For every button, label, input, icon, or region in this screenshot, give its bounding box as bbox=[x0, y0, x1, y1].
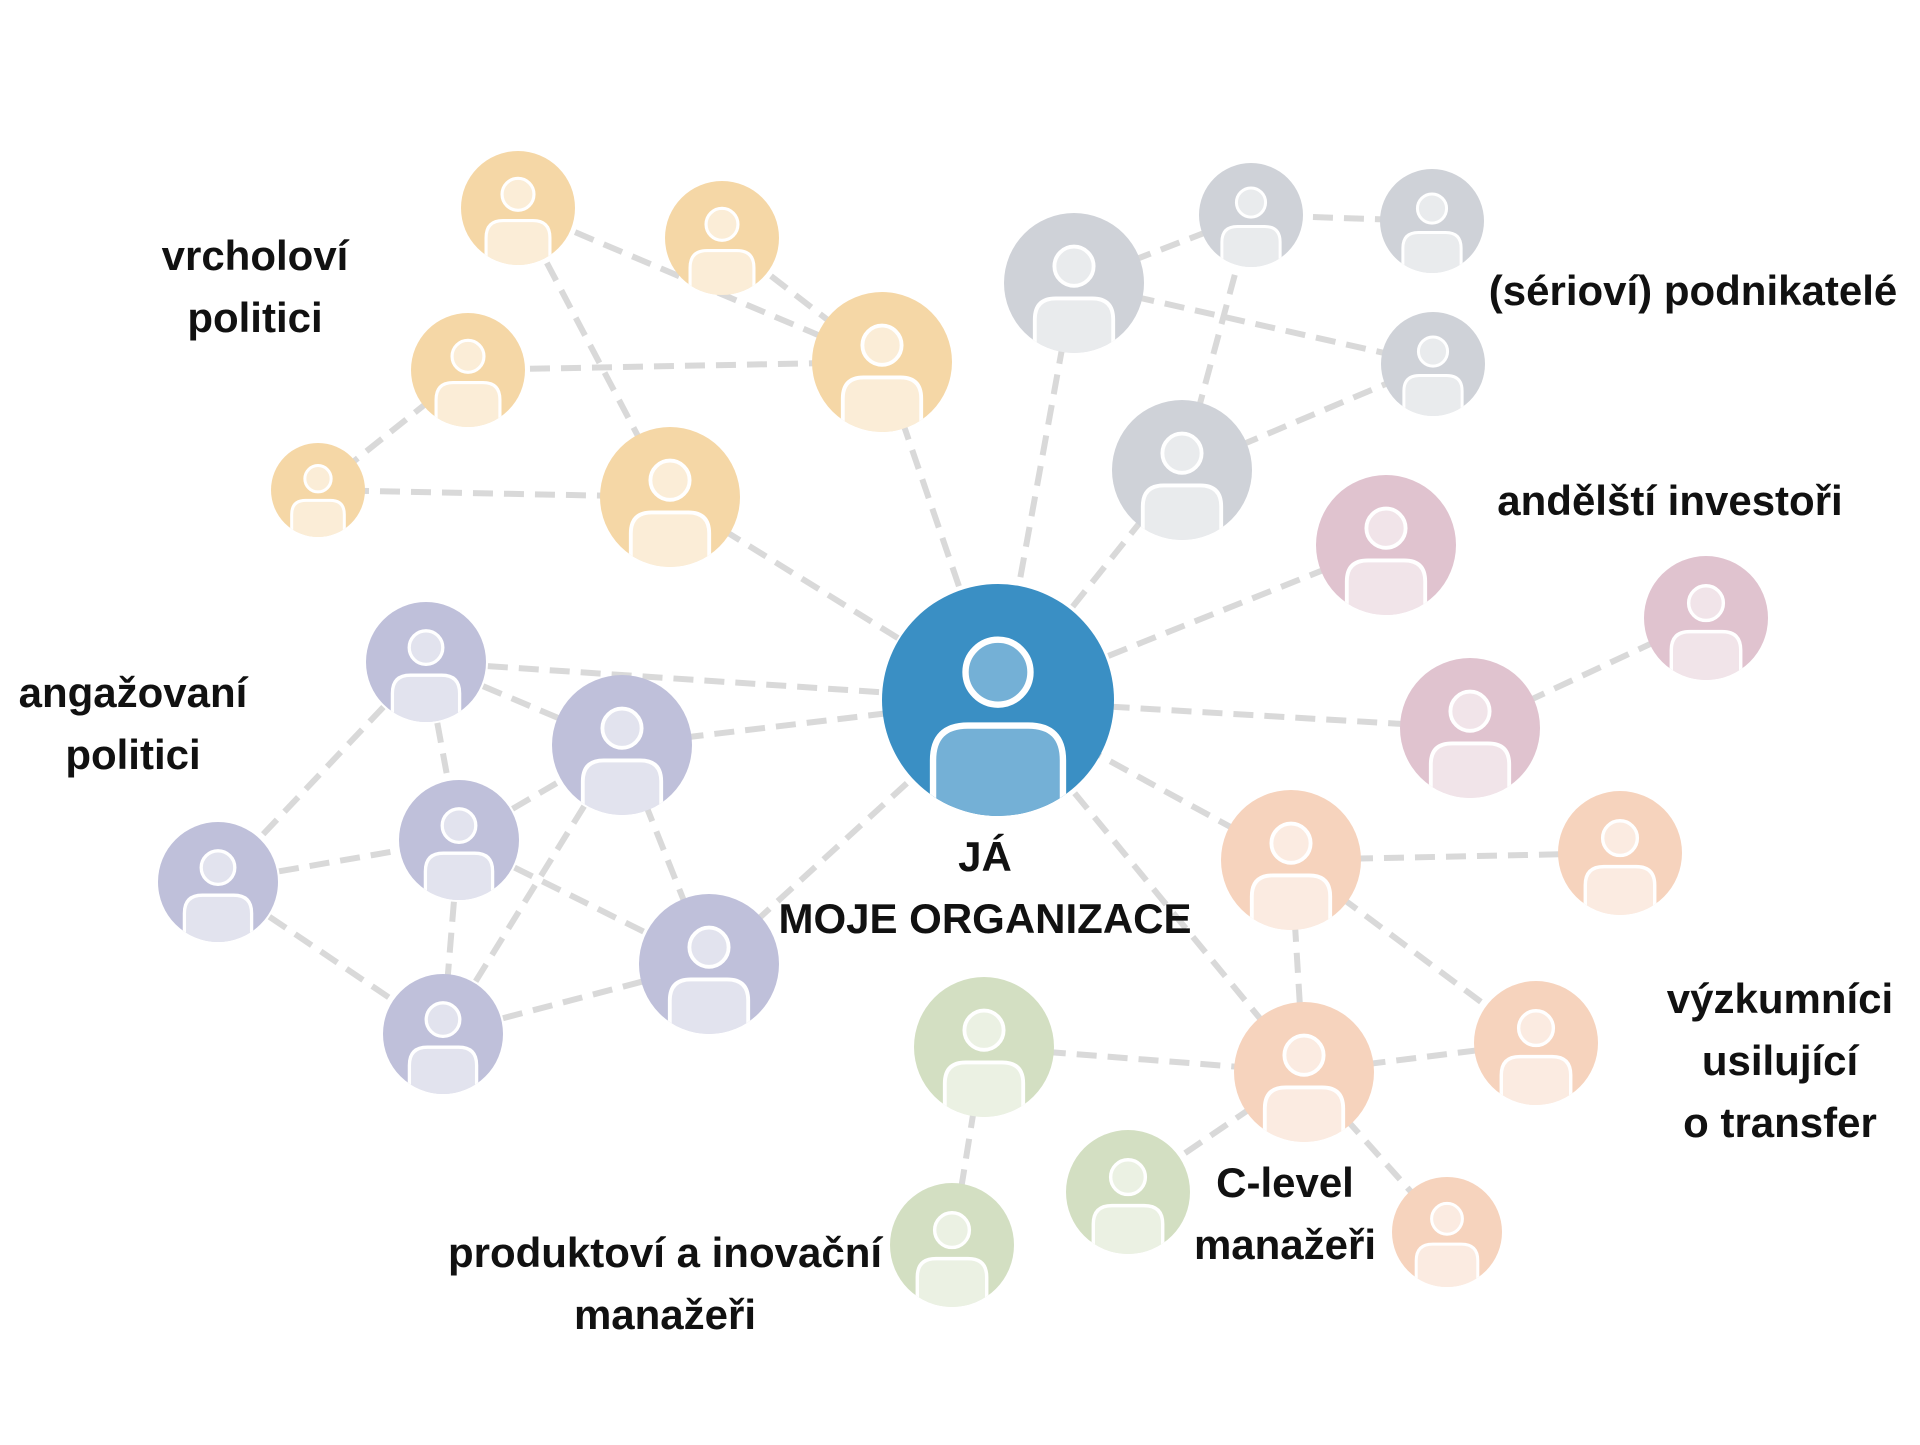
person-icon bbox=[423, 807, 495, 900]
label-engaged-politicians: angažovaní politici bbox=[18, 669, 248, 778]
person-icon bbox=[1344, 506, 1428, 615]
person-node-engaged-politicians bbox=[366, 602, 486, 722]
person-node-researchers bbox=[1558, 791, 1682, 915]
person-node-engaged-politicians bbox=[158, 822, 278, 942]
person-node-entrepreneurs bbox=[1381, 312, 1485, 416]
connection-line bbox=[995, 698, 1307, 1074]
person-icon bbox=[1402, 335, 1464, 416]
person-node-c-level bbox=[1392, 1177, 1502, 1287]
connection-line bbox=[515, 206, 673, 499]
person-node-engaged-politicians bbox=[639, 894, 779, 1034]
person-node-top-politicians bbox=[665, 181, 779, 295]
person-icon bbox=[1032, 244, 1116, 353]
person-node-entrepreneurs bbox=[1004, 213, 1144, 353]
person-node-top-politicians bbox=[600, 427, 740, 567]
person-node-angel-investors bbox=[1644, 556, 1768, 680]
person-icon bbox=[1414, 1201, 1480, 1287]
person-node-c-level bbox=[1234, 1002, 1374, 1142]
person-icon bbox=[840, 323, 924, 432]
person-node-entrepreneurs bbox=[1380, 169, 1484, 273]
label-top-politicians: vrcholoví politici bbox=[161, 232, 349, 341]
person-node-top-politicians bbox=[812, 292, 952, 432]
connection-line bbox=[997, 697, 1471, 731]
person-node-researchers bbox=[1221, 790, 1361, 930]
connection-line bbox=[1290, 850, 1621, 863]
label-entrepreneurs: (sérioví) podnikatelé bbox=[1488, 267, 1898, 314]
person-icon bbox=[434, 338, 502, 427]
person-node-top-politicians bbox=[461, 151, 575, 265]
person-node-product-managers bbox=[1066, 1130, 1190, 1254]
label-researchers: výzkumníci usilující o transfer bbox=[1666, 975, 1894, 1146]
person-node-angel-investors bbox=[1316, 475, 1456, 615]
person-node-top-politicians bbox=[411, 313, 525, 427]
person-icon bbox=[390, 629, 462, 722]
person-icon bbox=[1583, 819, 1657, 915]
person-node-entrepreneurs bbox=[1112, 400, 1252, 540]
person-node-engaged-politicians bbox=[552, 675, 692, 815]
person-icon bbox=[1140, 431, 1224, 540]
person-icon bbox=[942, 1008, 1026, 1117]
person-icon bbox=[407, 1001, 479, 1094]
person-icon bbox=[667, 925, 751, 1034]
person-icon bbox=[915, 1211, 989, 1307]
person-icon bbox=[688, 206, 756, 295]
label-c-level: C-level manažeři bbox=[1193, 1159, 1377, 1268]
label-angel-investors: andělští investoři bbox=[1497, 477, 1843, 524]
person-node-angel-investors bbox=[1400, 658, 1540, 798]
person-node-engaged-politicians bbox=[383, 974, 503, 1094]
person-icon bbox=[580, 706, 664, 815]
person-icon bbox=[1499, 1009, 1573, 1105]
person-icon bbox=[182, 849, 254, 942]
person-icon bbox=[1220, 186, 1282, 267]
person-icon bbox=[929, 636, 1067, 816]
person-node-top-politicians bbox=[271, 443, 365, 537]
person-node-entrepreneurs bbox=[1199, 163, 1303, 267]
person-node-product-managers bbox=[914, 977, 1054, 1117]
person-icon bbox=[1401, 192, 1463, 273]
person-node-product-managers bbox=[890, 1183, 1014, 1307]
center-person-node bbox=[882, 584, 1114, 816]
person-icon bbox=[1249, 821, 1333, 930]
person-icon bbox=[1091, 1158, 1165, 1254]
person-node-engaged-politicians bbox=[399, 780, 519, 900]
person-icon bbox=[1428, 689, 1512, 798]
person-icon bbox=[628, 458, 712, 567]
person-icon bbox=[484, 176, 552, 265]
person-icon bbox=[290, 464, 346, 537]
person-icon bbox=[1262, 1033, 1346, 1142]
label-center: JÁ MOJE ORGANIZACE bbox=[778, 833, 1192, 942]
person-node-researchers bbox=[1474, 981, 1598, 1105]
person-icon bbox=[1669, 584, 1743, 680]
connection-line bbox=[996, 697, 1293, 863]
label-product-managers: produktoví a inovační manažeři bbox=[447, 1229, 883, 1338]
